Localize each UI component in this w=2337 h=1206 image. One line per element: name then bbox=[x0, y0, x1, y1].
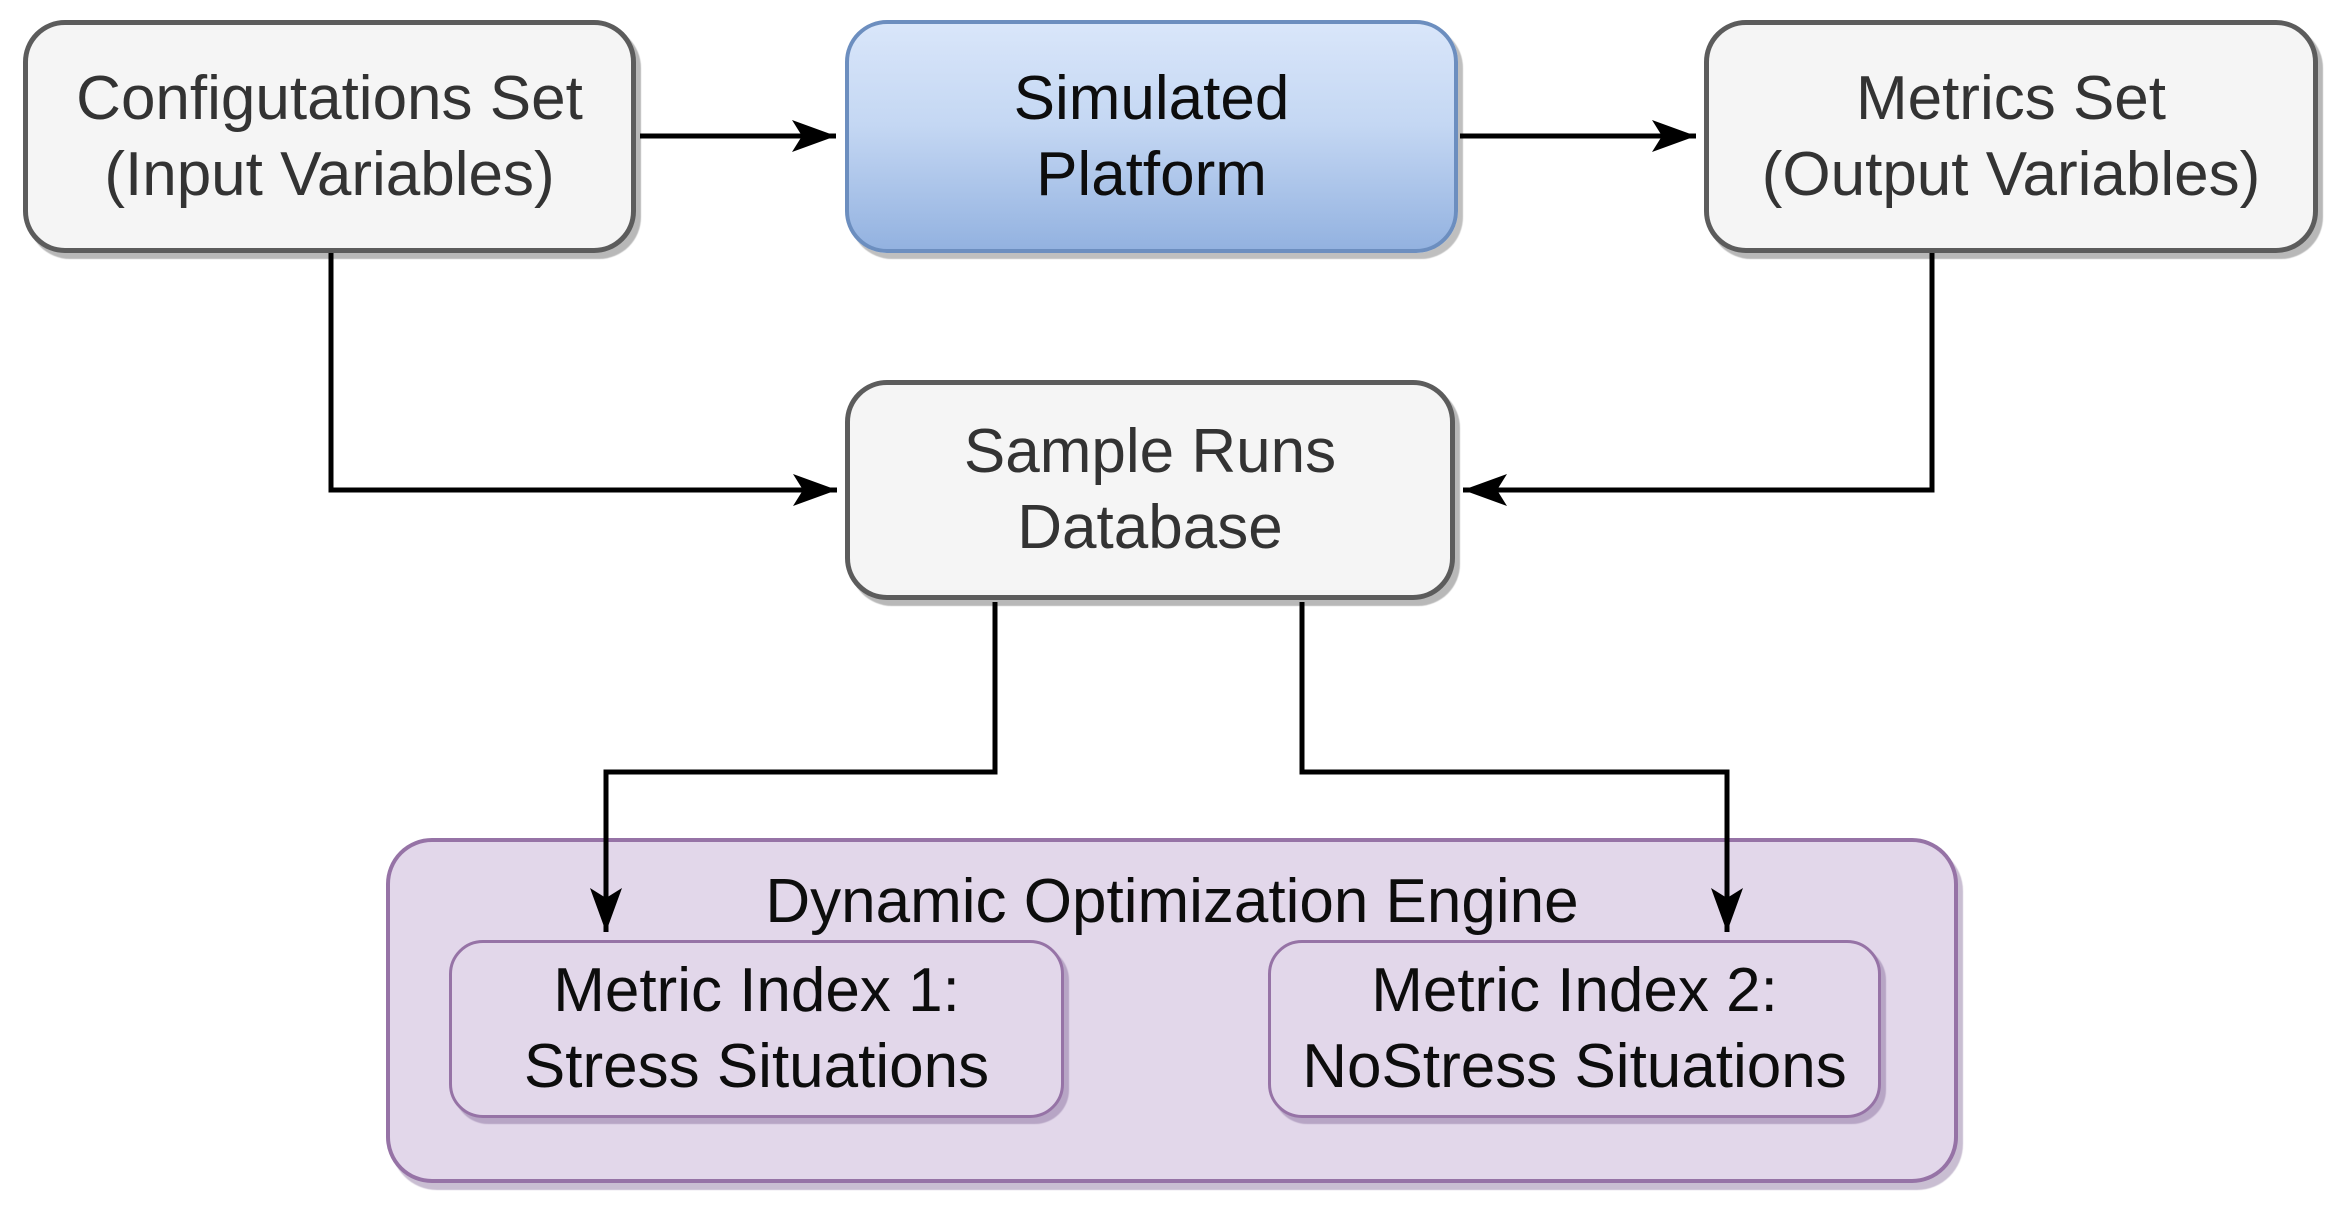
node-simulated-platform: Simulated Platform bbox=[845, 20, 1458, 253]
arrow-configurations-to-database bbox=[328, 253, 837, 506]
arrow-metrics-to-database bbox=[1463, 253, 1935, 506]
node-metric-index-1: Metric Index 1: Stress Situations bbox=[449, 940, 1064, 1118]
node-metric-index-2: Metric Index 2: NoStress Situations bbox=[1268, 940, 1881, 1118]
node-sample-runs-database: Sample Runs Database bbox=[845, 380, 1455, 600]
node-configurations-set: Configutations Set (Input Variables) bbox=[23, 20, 636, 253]
engine-title: Dynamic Optimization Engine bbox=[765, 867, 1579, 936]
node-metrics-set: Metrics Set (Output Variables) bbox=[1704, 20, 2318, 253]
